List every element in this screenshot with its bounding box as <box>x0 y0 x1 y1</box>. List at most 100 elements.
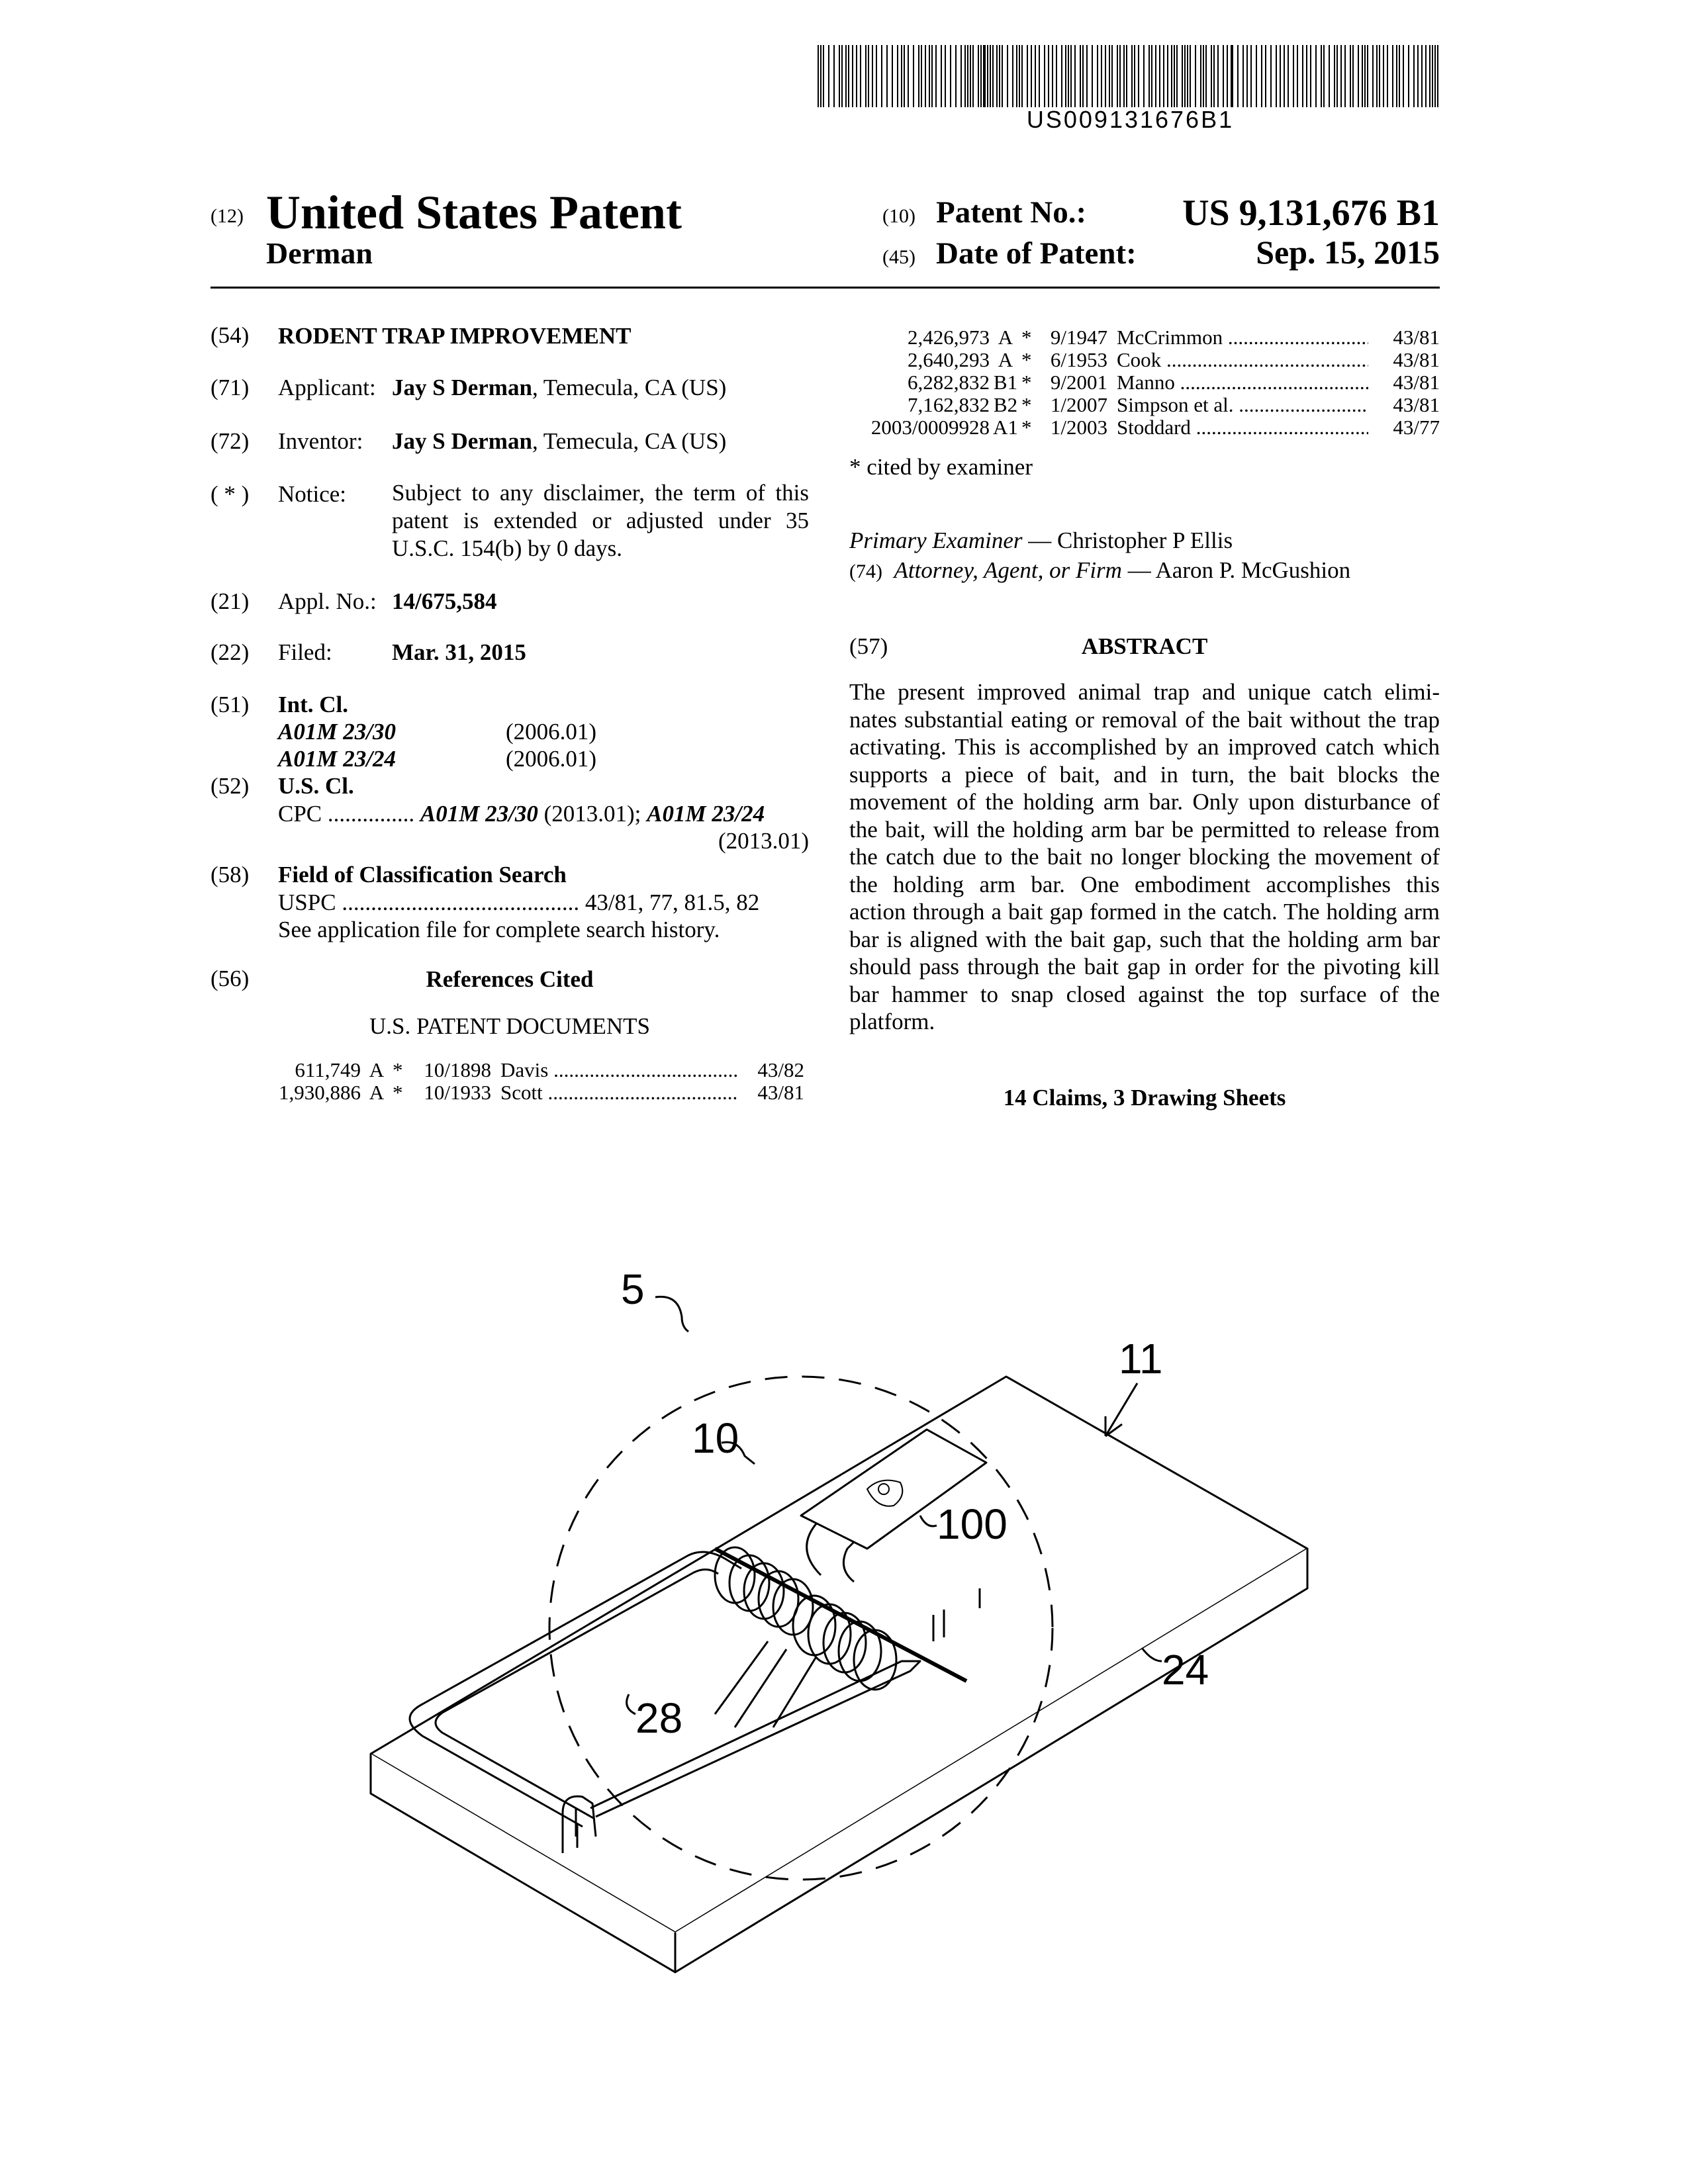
abstract-line: should pass through the bait gap in orde… <box>849 953 1440 981</box>
barcode-bar <box>1159 45 1160 107</box>
barcode-bar <box>860 45 861 107</box>
abstract-line: the catch due to the bait no longer bloc… <box>849 843 1440 871</box>
abstract-text: The present improved animal trap and uni… <box>849 678 1440 1036</box>
ref-name-cell: Simpson et al. <box>1117 394 1368 416</box>
ref-name: McCrimmon <box>1117 326 1223 349</box>
field-search-label: Field of Classification Search <box>278 862 567 888</box>
ref-number: 6,282,832 <box>847 371 990 394</box>
barcode-bar <box>955 45 957 107</box>
applicant-name: Jay S Derman <box>392 375 532 400</box>
ref-date: 9/2001 <box>1041 371 1117 394</box>
barcode-bar <box>828 45 829 107</box>
barcode-bar <box>1061 45 1062 107</box>
barcode-bar <box>886 45 888 107</box>
barcode-bar <box>1200 45 1201 107</box>
ref-kind: A <box>990 326 1021 349</box>
barcode-bar <box>856 45 857 107</box>
ref-star: * <box>1021 371 1041 394</box>
barcode-bar <box>901 45 902 107</box>
barcode-bar <box>929 45 930 107</box>
cpc-label: CPC <box>278 801 322 827</box>
barcode-bar <box>1151 45 1152 107</box>
barcode-bar <box>1082 45 1084 107</box>
ref-name: Simpson et al. <box>1117 394 1234 416</box>
document-title: United States Patent <box>266 185 682 240</box>
barcode-bar <box>921 45 922 107</box>
ref-date: 1/2003 <box>1041 416 1117 439</box>
barcode-bar <box>1048 45 1049 107</box>
ref-class: 43/81 <box>1368 326 1440 349</box>
patent-number: US 9,131,676 B1 <box>1182 192 1440 234</box>
barcode-bar <box>897 45 898 107</box>
header-rule <box>211 287 1440 289</box>
barcode-bar <box>1293 45 1294 107</box>
ref-kind: A <box>361 1081 393 1104</box>
barcode-bar <box>1126 45 1127 107</box>
uspc-line: USPC ...................................… <box>278 889 809 917</box>
intcl-version-1: (2006.01) <box>506 718 596 746</box>
barcode-bar <box>820 45 821 107</box>
barcode-bar <box>1143 45 1145 107</box>
barcode-bar <box>1323 45 1325 107</box>
barcode-bar <box>1227 45 1228 107</box>
appl-label: Appl. No.: <box>278 588 377 615</box>
code-21: (21) <box>211 588 249 615</box>
ref-star: * <box>393 1081 415 1104</box>
ref-star: * <box>1021 394 1041 416</box>
barcode-bar <box>1184 45 1186 107</box>
code-56: (56) <box>211 966 249 992</box>
barcode-bar <box>1231 45 1233 107</box>
cpc-version-1: (2013.01); <box>544 801 641 827</box>
barcode-bar <box>1070 45 1072 107</box>
cpc-version-2: (2013.01) <box>718 827 809 855</box>
barcode-bar <box>1213 45 1215 107</box>
primary-examiner: Primary Examiner — Christopher P Ellis <box>849 527 1233 555</box>
barcode-bar <box>876 45 877 107</box>
ref-number: 1,930,886 <box>261 1081 361 1104</box>
barcode-bar <box>1123 45 1125 107</box>
barcode-bar <box>1044 45 1045 107</box>
barcode-bar <box>839 45 840 107</box>
barcode-bar <box>961 45 962 107</box>
barcode-bar <box>1182 45 1183 107</box>
code-10: (10) <box>882 205 915 228</box>
table-row: 2,640,293 A * 6/1953 Cook 43/81 <box>847 349 1440 371</box>
barcode-number: US009131676B1 <box>818 106 1443 134</box>
code-52: (52) <box>211 773 249 799</box>
barcode-bar <box>967 45 968 107</box>
barcode-bar <box>1372 45 1374 107</box>
ref-name: Stoddard <box>1117 416 1191 439</box>
barcode-bar <box>1237 45 1239 107</box>
us-patent-documents-label: U.S. PATENT DOCUMENTS <box>278 1013 741 1040</box>
barcode-bar <box>1068 45 1069 107</box>
barcode-bar <box>1195 45 1196 107</box>
barcode-bar <box>1306 45 1307 107</box>
barcode-bar <box>1276 45 1277 107</box>
uscl-label: U.S. Cl. <box>278 773 354 799</box>
barcode-bar <box>848 45 849 107</box>
ref-class: 43/81 <box>739 1081 804 1104</box>
barcode-bar <box>1334 45 1335 107</box>
barcode-bar <box>823 45 824 107</box>
barcode-bar <box>1074 45 1076 107</box>
ref-name: Cook <box>1117 349 1161 371</box>
references-table-left: 611,749 A * 10/1898 Davis 43/82 1,930,88… <box>261 1059 804 1104</box>
barcode-bar <box>983 45 986 107</box>
barcode-bar <box>1329 45 1330 107</box>
table-row: 6,282,832 B1 * 9/2001 Manno 43/81 <box>847 371 1440 394</box>
ref-date: 1/2007 <box>1041 394 1117 416</box>
barcode-bar <box>1167 45 1168 107</box>
code-51: (51) <box>211 692 249 718</box>
barcode <box>818 45 1443 107</box>
barcode-bar <box>1176 45 1178 107</box>
barcode-bar <box>1056 45 1057 107</box>
barcode-bar <box>841 45 843 107</box>
abstract-line: movement of the holding arm bar. Only up… <box>849 788 1440 816</box>
filed-date: Mar. 31, 2015 <box>392 639 526 666</box>
barcode-bar <box>987 45 988 107</box>
barcode-bar <box>1297 45 1298 107</box>
abstract-line: the holding arm bar. One embodiment acco… <box>849 871 1440 899</box>
barcode-bar <box>1417 45 1419 107</box>
cpc-dots: ............... <box>328 801 414 827</box>
barcode-bar <box>1376 45 1378 107</box>
